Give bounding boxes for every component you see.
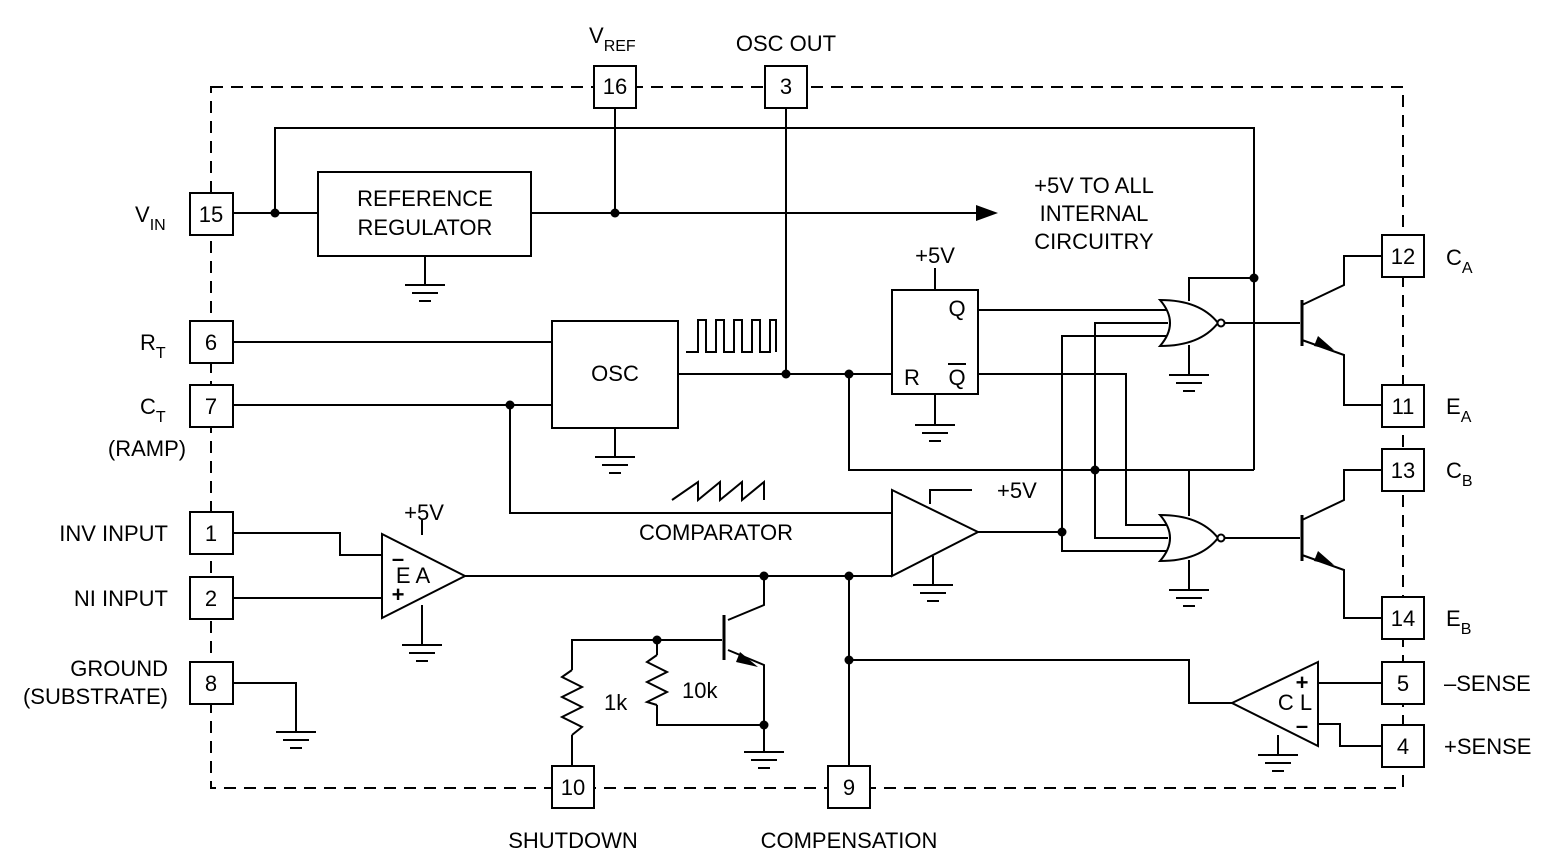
pin-7: 7 [205,394,217,419]
cl-minus: – [1296,713,1308,738]
r10k-label: 10k [682,678,718,703]
osc-label: OSC [591,361,639,386]
pin-8: 8 [205,671,217,696]
pin-13: 13 [1391,458,1415,483]
osc-out-label: OSC OUT [736,31,836,56]
pin-9: 9 [843,775,855,800]
internal-line1: +5V TO ALL [1034,173,1154,198]
reference-regulator-block [317,171,532,257]
output-transistor-b [1300,515,1334,565]
package-outline [210,86,1404,789]
comparator-amp [891,488,981,578]
internal-line2: INTERNAL [1040,201,1149,226]
r1k-label: 1k [604,690,628,715]
minus-sense-label: –SENSE [1444,671,1531,696]
oscillator-block [551,320,679,429]
compensation-label: COMPENSATION [761,828,938,853]
ea-pin-label: EA [1446,394,1472,426]
cl-plus: + [1296,670,1309,695]
ea-label: E A [396,563,431,588]
error-amplifier [381,532,468,620]
pin-16: 16 [603,74,627,99]
flipflop-q: Q [948,296,965,321]
flip-flop-block [891,289,979,395]
reference-line2: REGULATOR [358,215,493,240]
ni-input-label: NI INPUT [74,586,168,611]
ramp-label: (RAMP) [108,436,186,461]
pin-2: 2 [205,586,217,611]
pin-11: 11 [1392,394,1415,419]
supply-ea: +5V [404,500,444,525]
pin-4: 4 [1397,734,1409,759]
ground-symbols [276,284,1298,772]
pin-10: 10 [561,775,585,800]
pin-5: 5 [1397,671,1409,696]
sawtooth-waveform-icon [671,479,765,503]
rt-label: RT [140,330,166,362]
ea-minus: – [392,546,404,571]
nor-gate-b [1157,513,1226,563]
flipflop-qbar: Q [948,365,965,390]
supply-comp: +5V [997,478,1037,503]
output-transistor-a [1300,300,1334,350]
pin-6: 6 [205,330,217,355]
pin-15: 15 [199,202,223,227]
shutdown-label: SHUTDOWN [508,828,638,853]
pin-14: 14 [1391,606,1415,631]
pulse-waveform-icon [686,319,777,353]
ground-label: GROUND [70,656,168,681]
internal-line3: CIRCUITRY [1034,229,1154,254]
cl-label: C L [1278,690,1312,715]
pin-1: 1 [205,521,217,546]
ea-plus: + [392,582,405,607]
resistor-1k [559,669,585,736]
supply-ff: +5V [915,243,955,268]
flipflop-r: R [904,365,920,390]
ca-label: CA [1446,245,1473,277]
cb-label: CB [1446,458,1473,490]
comparator-label: COMPARATOR [639,520,793,545]
resistor-10k [644,654,670,706]
pin-12: 12 [1391,244,1415,269]
pin-3: 3 [780,74,792,99]
ct-label: CT [140,394,166,426]
eb-label: EB [1446,606,1471,638]
junction-dots [270,208,1259,730]
reference-line1: REFERENCE [357,186,493,211]
nor-gate-a [1157,298,1226,348]
current-limit-amplifier [1229,660,1319,748]
pin-boxes: 16 3 15 6 7 1 2 8 10 9 12 11 13 14 5 4 [189,65,1425,809]
vref-label: VREF [589,23,636,55]
substrate-label: (SUBSTRATE) [23,684,168,709]
plus-sense-label: +SENSE [1444,734,1531,759]
shutdown-transistor [722,615,758,667]
vin-label: VIN [135,202,166,234]
inv-input-label: INV INPUT [59,521,168,546]
